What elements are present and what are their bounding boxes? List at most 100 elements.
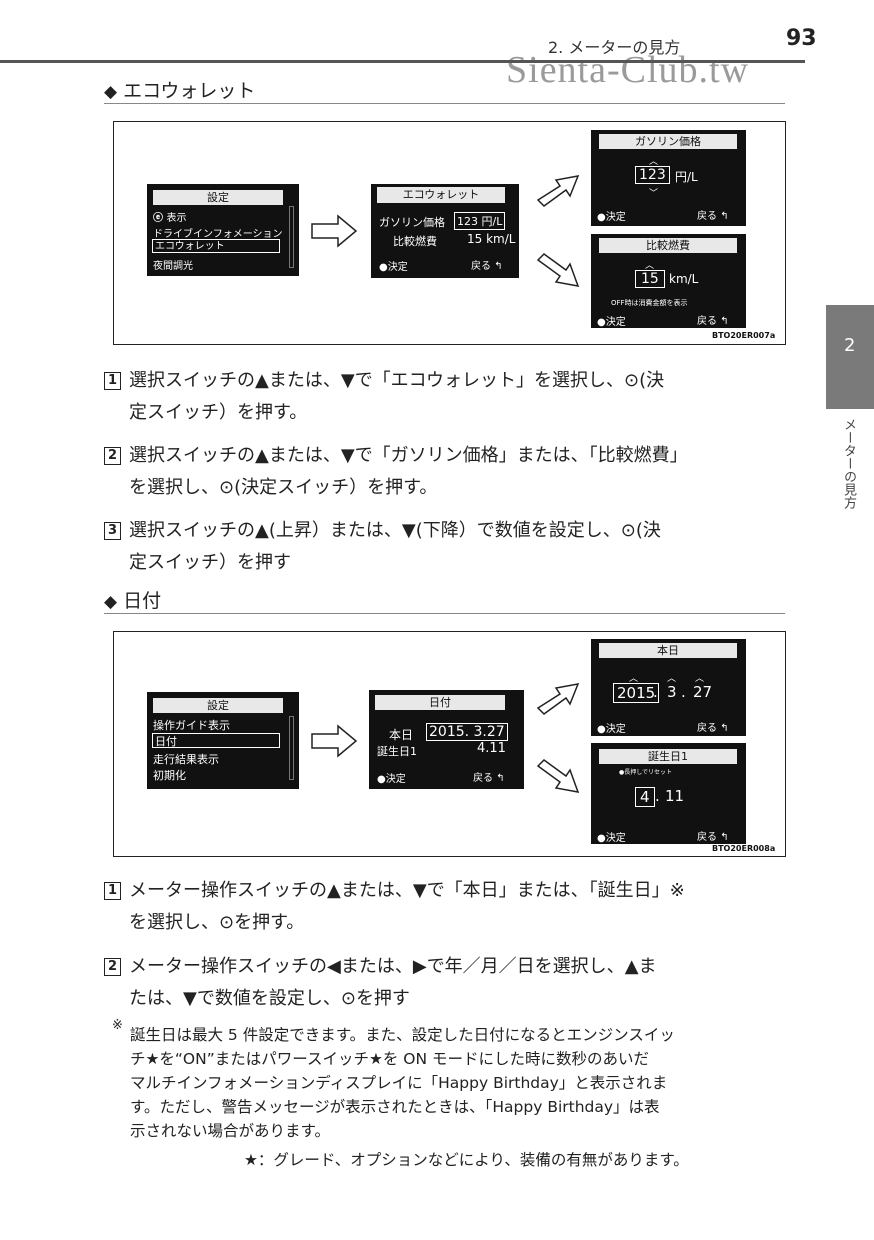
chevron-up-icon: ︿ — [645, 261, 655, 271]
step-number: 2 — [104, 447, 121, 465]
menu-item: 初期化 — [153, 769, 186, 782]
date-title: 日付 — [375, 695, 505, 710]
date-screen: 日付 本日 2015. 3.27 誕生日1 4.11 ●決定 戻る ↰ — [369, 690, 524, 789]
arrow-up-right-icon — [536, 683, 580, 715]
back-label: 戻る ↰ — [697, 211, 729, 222]
back-arrow-icon: ↰ — [720, 316, 729, 327]
fuel-economy-unit: km/L — [669, 272, 699, 286]
today-title: 本日 — [599, 643, 737, 658]
section-title-text: エコウォレット — [123, 80, 256, 102]
month-input: 3 — [667, 683, 677, 701]
ok-label: ●決定 — [597, 724, 626, 735]
date-separator: . — [655, 787, 660, 805]
back-label: 戻る ↰ — [471, 261, 503, 272]
up-icon: ▲ — [255, 445, 269, 466]
up-icon: ▲ — [327, 880, 341, 901]
date-separator: . — [653, 683, 658, 701]
left-icon: ◀ — [327, 956, 341, 977]
up-icon: ▲ — [624, 956, 639, 977]
chapter-tab: 2 — [826, 305, 874, 409]
today-value: 2015. 3.27 — [426, 723, 508, 741]
fuel-economy-input: 15 — [635, 270, 665, 288]
reset-note: ●長押しでリセット — [619, 769, 673, 776]
figure-code: BTO20ER007a — [712, 331, 776, 340]
down-icon: ▼ — [183, 988, 197, 1009]
enter-switch-icon: ⊙ — [623, 370, 640, 391]
today-label: 本日 — [389, 728, 414, 742]
step-number: 3 — [104, 522, 121, 540]
back-label: 戻る ↰ — [697, 316, 729, 327]
down-icon: ▼ — [412, 880, 427, 901]
menu-item-selected: 日付 — [152, 733, 280, 748]
diamond-icon: ◆ — [104, 592, 118, 612]
ok-label: ●決定 — [597, 833, 626, 844]
section-rule — [104, 103, 785, 104]
chevron-up-icon: ︿ — [649, 157, 659, 167]
back-arrow-icon: ↰ — [720, 723, 729, 734]
day-input: 11 — [665, 787, 685, 805]
enter-switch-icon: ⊙ — [219, 912, 235, 933]
back-arrow-icon: ↰ — [494, 261, 503, 272]
section-title-eco: ◆エコウォレット — [104, 76, 255, 103]
menu-item: 夜間調光 — [153, 261, 193, 272]
enter-switch-icon: ⊙ — [219, 477, 235, 498]
enter-switch-icon: ⊙ — [340, 988, 356, 1009]
menu-item-selected: エコウォレット — [152, 239, 280, 253]
footnote-text: 誕生日は最大 5 件設定できます。また、設定した日付になるとエンジンスイッ チ★… — [130, 1026, 675, 1140]
diamond-icon: ◆ — [104, 82, 118, 102]
right-icon: ▶ — [412, 956, 427, 977]
section-title-date: ◆日付 — [104, 586, 161, 613]
back-arrow-icon: ↰ — [720, 832, 729, 843]
ok-label: ●決定 — [377, 774, 406, 785]
figure-date: 設定 操作ガイド表示 日付 走行結果表示 初期化 日付 本日 2015. 3.2… — [113, 631, 786, 857]
month-input: 4 — [635, 787, 655, 807]
back-arrow-icon: ↰ — [720, 211, 729, 222]
back-label: 戻る ↰ — [697, 723, 729, 734]
gas-price-value: 123 円/L — [454, 212, 506, 230]
fuel-economy-screen: 比較燃費 ︿ 15 km/L OFF時は消費金額を表示 ●決定 戻る ↰ — [591, 234, 746, 328]
arrow-right-icon — [311, 214, 358, 248]
birthday-title: 誕生日1 — [599, 749, 737, 764]
menu-item: ⓔ 表示 — [153, 213, 187, 224]
down-icon: ▼ — [340, 370, 355, 391]
fuel-eco-value: 15 km/L — [467, 232, 516, 246]
menu-screen: 設定 操作ガイド表示 日付 走行結果表示 初期化 — [147, 692, 299, 789]
menu-title: 設定 — [153, 190, 283, 205]
year-input: 2015 — [613, 683, 660, 703]
ok-label: ●決定 — [597, 212, 626, 223]
ok-label: ●決定 — [597, 317, 626, 328]
scrollbar — [289, 716, 294, 780]
birthday-label: 誕生日1 — [377, 745, 417, 758]
chevron-up-icon: ︿ — [695, 674, 705, 684]
figure-code: BTO20ER008a — [712, 844, 776, 853]
step-number: 2 — [104, 958, 121, 976]
menu-item: 操作ガイド表示 — [153, 719, 230, 732]
today-screen: 本日 2015 . 3 . 27 ︿ ︿ ︿ ●決定 戻る ↰ — [591, 639, 746, 736]
eco-title: エコウォレット — [377, 187, 505, 203]
arrow-down-right-icon — [536, 759, 580, 793]
header-section-label: 2. メーターの見方 — [548, 38, 681, 57]
fuel-note: OFF時は消費金額を表示 — [611, 299, 688, 307]
back-label: 戻る ↰ — [697, 832, 729, 843]
chapter-label: メーターの見方 — [841, 418, 856, 509]
down-icon: ▼ — [340, 445, 355, 466]
back-label: 戻る ↰ — [473, 773, 505, 784]
step-number: 1 — [104, 372, 121, 390]
menu-title: 設定 — [153, 698, 283, 713]
section-rule — [104, 613, 785, 614]
ev-icon: ⓔ — [153, 213, 167, 224]
birthday-screen: 誕生日1 ●長押しでリセット 4 . 11 ●決定 戻る ↰ — [591, 743, 746, 844]
date-separator: . — [681, 683, 686, 701]
menu-item: ドライブインフォメーション — [153, 229, 283, 240]
day-input: 27 — [693, 683, 713, 701]
menu-item: 走行結果表示 — [153, 753, 219, 766]
step-number: 1 — [104, 882, 121, 900]
up-icon: ▲ — [255, 370, 269, 391]
arrow-down-right-icon — [536, 253, 580, 287]
section-title-text: 日付 — [123, 590, 162, 612]
arrow-right-icon — [311, 724, 358, 758]
gas-price-title: ガソリン価格 — [599, 134, 737, 149]
arrow-up-right-icon — [536, 175, 580, 207]
